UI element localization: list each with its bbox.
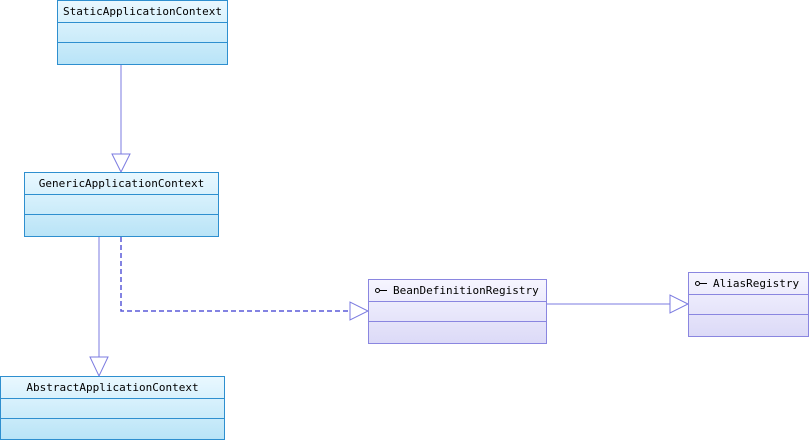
beandef-to-alias-arrowhead [669, 294, 690, 314]
interface-lollipop-icon [695, 280, 707, 288]
attributes-compartment [1, 399, 224, 419]
interface-name: BeanDefinitionRegistry [393, 284, 539, 297]
interface-alias-registry[interactable]: AliasRegistry [688, 272, 809, 337]
class-name: AbstractApplicationContext [1, 377, 224, 399]
operations-compartment [689, 315, 808, 336]
operations-compartment [58, 43, 227, 64]
class-name: StaticApplicationContext [58, 1, 227, 23]
interface-bean-definition-registry[interactable]: BeanDefinitionRegistry [368, 279, 547, 344]
class-name: GenericApplicationContext [25, 173, 218, 195]
generic-to-beandef-realization-line [120, 237, 350, 312]
attributes-compartment [25, 195, 218, 215]
operations-compartment [25, 215, 218, 236]
generic-to-abstract-arrowhead [89, 356, 109, 378]
static-to-generic-arrowhead [111, 153, 131, 174]
interface-lollipop-icon [375, 287, 387, 295]
class-generic-application-context[interactable]: GenericApplicationContext [24, 172, 219, 237]
class-static-application-context[interactable]: StaticApplicationContext [57, 0, 228, 65]
attributes-compartment [369, 302, 546, 322]
interface-name: AliasRegistry [713, 277, 800, 290]
operations-compartment [369, 322, 546, 343]
operations-compartment [1, 419, 224, 439]
interface-name-row: BeanDefinitionRegistry [369, 280, 546, 302]
generic-to-beandef-arrowhead [349, 301, 370, 321]
attributes-compartment [689, 295, 808, 315]
class-abstract-application-context[interactable]: AbstractApplicationContext [0, 376, 225, 440]
attributes-compartment [58, 23, 227, 43]
interface-name-row: AliasRegistry [689, 273, 808, 295]
